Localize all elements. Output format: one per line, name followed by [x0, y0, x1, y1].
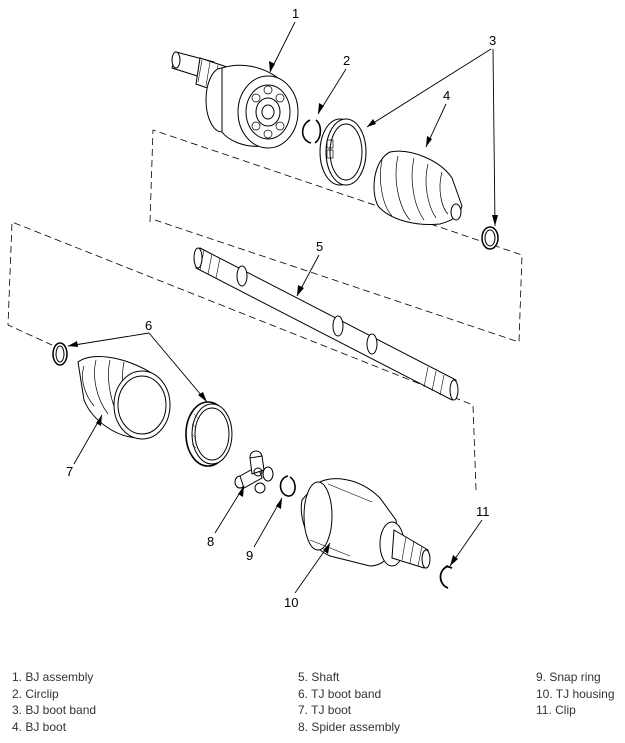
legend-item: 10. TJ housing	[536, 686, 615, 701]
legend-column-3: 9. Snap ring 10. TJ housing 11. Clip	[536, 669, 615, 719]
legend-item: 11. Clip	[536, 703, 576, 717]
legend-item: 2. Circlip	[12, 686, 59, 701]
legend-column-1: 1. BJ assembly 2. Circlip 3. BJ boot ban…	[12, 669, 96, 735]
legend-item: 5. Shaft	[298, 670, 340, 684]
callout-11: 11	[476, 504, 490, 519]
callout-4: 4	[443, 88, 450, 103]
callout-10: 10	[284, 595, 298, 610]
callout-numbers: 1 2 3 4 5 6 7 8 9 10 11	[66, 6, 496, 610]
tj-boot	[77, 356, 171, 440]
spider-assembly	[234, 450, 274, 494]
driveshaft-exploded-diagram: 1 2 3 4 5 6 7 8 9 10 11	[7, 6, 523, 610]
legend-item: 8. Spider assembly	[298, 719, 401, 734]
callout-6: 6	[145, 318, 152, 333]
legend-item: 7. TJ boot	[298, 703, 352, 717]
callout-3: 3	[489, 33, 496, 48]
legend-item: 4. BJ boot	[12, 719, 67, 734]
assembly-guide-lines	[7, 129, 523, 491]
bj-boot	[373, 150, 463, 225]
leader-arrowheads	[68, 61, 498, 566]
bj-boot-band-large	[319, 118, 367, 186]
clip	[439, 565, 453, 589]
callout-8: 8	[207, 534, 214, 549]
circlip	[301, 119, 322, 144]
bj-boot-band-small	[481, 226, 499, 250]
shaft	[193, 247, 459, 401]
callout-1: 1	[292, 6, 299, 21]
legend-item: 3. BJ boot band	[12, 703, 97, 717]
legend-item: 1. BJ assembly	[12, 670, 94, 684]
snap-ring	[279, 475, 296, 497]
callout-5: 5	[316, 239, 323, 254]
legend-item: 9. Snap ring	[536, 670, 601, 684]
callout-9: 9	[246, 548, 253, 563]
tj-boot-band-small	[52, 342, 68, 366]
callout-2: 2	[343, 53, 350, 68]
tj-housing	[300, 478, 431, 569]
callout-7: 7	[66, 464, 73, 479]
tj-boot-band-large	[185, 401, 233, 467]
bj-assembly	[171, 51, 299, 149]
legend-column-2: 5. Shaft 6. TJ boot band 7. TJ boot 8. S…	[298, 669, 400, 735]
legend-item: 6. TJ boot band	[298, 686, 382, 701]
